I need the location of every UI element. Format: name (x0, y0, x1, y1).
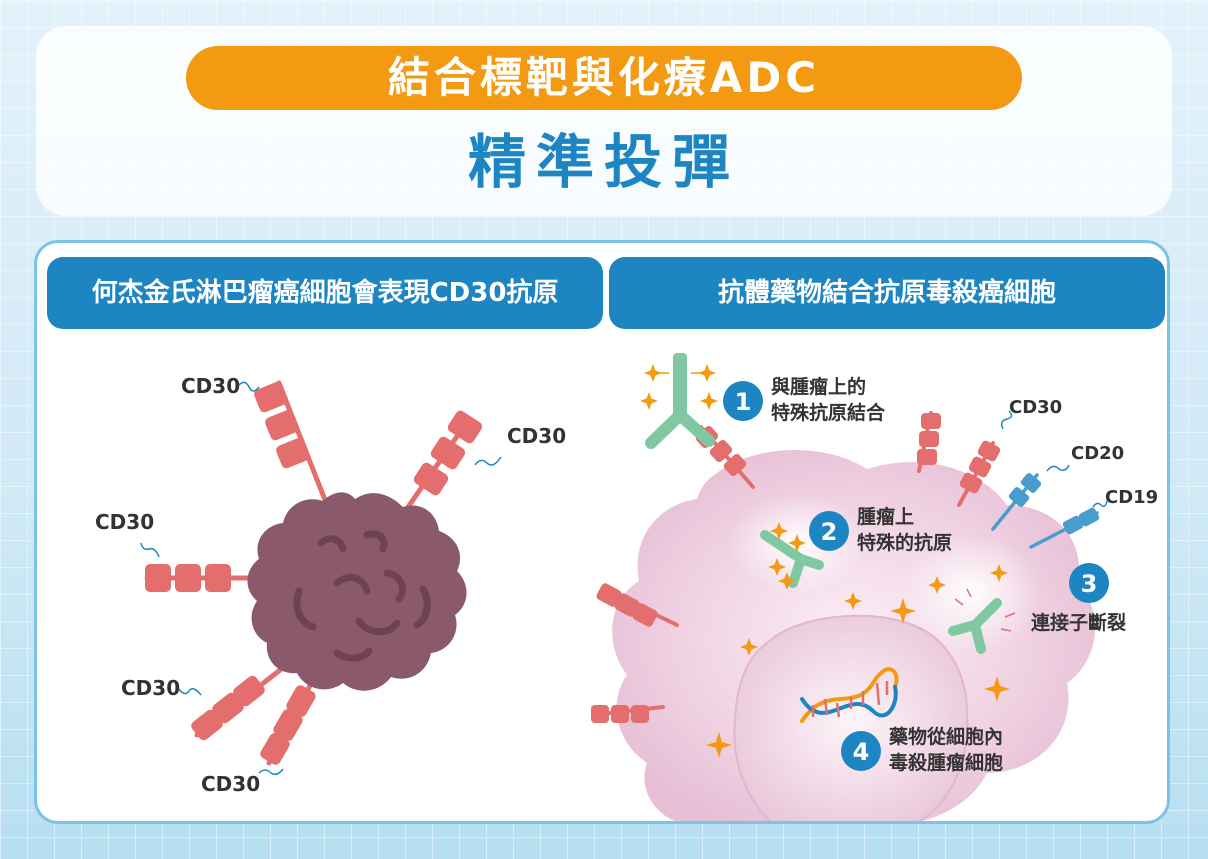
dna-icon (800, 667, 899, 723)
right-antigen-left-upper (596, 583, 679, 627)
svg-text:CD30: CD30 (201, 772, 260, 796)
right-panel-heading: 抗體藥物結合抗原毒殺癌細胞 (609, 257, 1165, 329)
subtitle: 精準投彈 (467, 128, 740, 196)
left-antigen-bottomleft (191, 660, 292, 741)
svg-text:特殊抗原結合: 特殊抗原結合 (771, 401, 886, 424)
svg-text:腫瘤上: 腫瘤上 (857, 505, 914, 528)
right-antigen-top-1 (917, 411, 941, 473)
main-diagram-card: 何杰金氏淋巴瘤癌細胞會表現CD30抗原 抗體藥物結合抗原毒殺癌細胞 (34, 240, 1170, 824)
left-antigen-bottom (260, 660, 325, 766)
adc-antibody-bound (640, 353, 718, 449)
right-label-cd19: CD19 (1092, 487, 1158, 508)
svg-text:連接子斷裂: 連接子斷裂 (1031, 611, 1126, 634)
left-label-cd30-2: CD30 (474, 424, 566, 466)
svg-text:2: 2 (821, 518, 838, 546)
svg-text:CD30: CD30 (507, 424, 566, 448)
svg-text:1: 1 (735, 388, 752, 416)
svg-text:CD30: CD30 (1009, 397, 1062, 418)
adc-antibody-cleaved (948, 588, 1016, 654)
right-antigen-top-2 (957, 440, 1001, 507)
right-label-cd30: CD30 (1000, 397, 1062, 430)
title-pill: 結合標靶與化療ADC (186, 46, 1022, 110)
header-card: 結合標靶與化療ADC 精準投彈 (36, 26, 1172, 216)
adc-antibody-internal (760, 522, 824, 590)
step-2: 2 腫瘤上 特殊的抗原 (809, 505, 952, 554)
svg-text:特殊的抗原: 特殊的抗原 (857, 531, 952, 554)
left-label-cd30-4: CD30 (121, 676, 202, 700)
left-antigen-top (254, 380, 330, 508)
svg-text:藥物從細胞內: 藥物從細胞內 (888, 725, 1003, 748)
svg-text:CD19: CD19 (1105, 487, 1158, 508)
left-label-cd30-5: CD30 (201, 768, 284, 796)
svg-text:毒殺腫瘤細胞: 毒殺腫瘤細胞 (889, 751, 1003, 774)
right-label-cd20: CD20 (1046, 443, 1124, 472)
svg-text:CD30: CD30 (121, 676, 180, 700)
svg-text:CD30: CD30 (181, 374, 240, 398)
svg-text:3: 3 (1081, 570, 1098, 598)
step-3: 3 連接子斷裂 (1031, 563, 1126, 634)
diagram-art: CD30 CD30 CD30 CD30 CD30 (95, 353, 1158, 821)
svg-text:CD20: CD20 (1071, 443, 1124, 464)
left-antigen-left (144, 564, 278, 592)
cd19-antigen (1029, 507, 1100, 549)
nucleus (733, 614, 969, 821)
left-label-cd30-1: CD30 (181, 374, 260, 398)
cd20-antigen (991, 473, 1042, 531)
step-1: 1 與腫瘤上的 特殊抗原結合 (723, 375, 886, 424)
step-4: 4 藥物從細胞內 毒殺腫瘤細胞 (841, 725, 1003, 774)
lymphoma-cell (247, 492, 467, 691)
svg-text:4: 4 (853, 738, 870, 766)
left-panel-heading: 何杰金氏淋巴瘤癌細胞會表現CD30抗原 (47, 257, 603, 329)
left-label-cd30-3: CD30 (95, 510, 160, 558)
svg-text:CD30: CD30 (95, 510, 154, 534)
svg-text:與腫瘤上的: 與腫瘤上的 (771, 375, 866, 398)
right-antigen-left-lower (591, 705, 665, 723)
